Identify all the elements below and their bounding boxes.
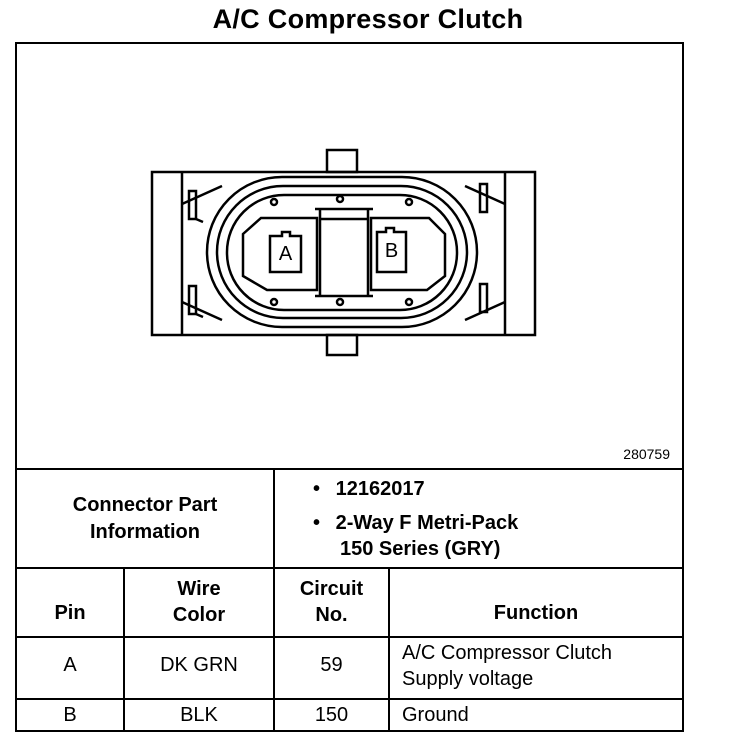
part-info-label-line2: Information <box>90 521 200 543</box>
row-b-function: Ground <box>402 704 469 726</box>
header-function: Function <box>493 602 579 624</box>
connector-description-line1: 2-Way F Metri-Pack <box>335 512 519 534</box>
part-number-item: • 12162017 <box>313 478 425 501</box>
part-info-label-line1: Connector Part <box>72 494 218 516</box>
row-a-pin: A <box>63 654 77 676</box>
header-circuit-line2: No. <box>315 604 348 626</box>
header-circuit-line1: Circuit <box>299 578 364 600</box>
row-a-function-line2: Supply voltage <box>402 668 534 690</box>
divider <box>388 567 390 730</box>
divider <box>273 468 275 569</box>
connector-face-illustration: A B <box>150 148 537 357</box>
bullet: • <box>313 478 321 500</box>
divider <box>17 698 682 700</box>
header-circuit-no: Circuit No. <box>275 576 388 628</box>
row-b-pin: B <box>63 704 77 726</box>
header-wire-color: Wire Color <box>125 576 273 628</box>
cavity-b-frame <box>369 216 447 292</box>
page-title: A/C Compressor Clutch <box>212 4 524 34</box>
header-wire-color-line1: Wire <box>177 578 221 600</box>
bullet: • <box>313 512 321 534</box>
connector-diagram: A B 280759 <box>17 44 682 470</box>
row-b-wire-color: BLK <box>180 704 218 726</box>
row-b-circuit: 150 <box>314 704 349 726</box>
divider <box>17 567 682 569</box>
terminal-b <box>375 226 408 274</box>
divider <box>17 468 682 470</box>
part-info-label: Connector Part Information <box>17 492 273 546</box>
header-pin: Pin <box>54 602 86 624</box>
row-a-wire-color: DK GRN <box>160 654 238 676</box>
connector-description-line2: 150 Series (GRY) <box>340 538 501 560</box>
terminal-a <box>268 230 303 274</box>
header-wire-color-line2: Color <box>172 604 226 626</box>
inner-seal <box>225 193 459 312</box>
divider <box>17 636 682 638</box>
divider <box>123 567 125 730</box>
figure-id: 280759 <box>623 446 670 462</box>
connector-description-item: • 2-Way F Metri-Pack <box>313 512 518 535</box>
pin-b-label: B <box>385 240 398 262</box>
row-a-circuit: 59 <box>320 654 343 676</box>
bottom-latch-tab <box>325 333 359 357</box>
part-number: 12162017 <box>335 478 425 500</box>
row-a-function: A/C Compressor Clutch Supply voltage <box>402 640 680 692</box>
cavity-a-frame <box>241 216 319 292</box>
pin-a-label: A <box>279 243 293 265</box>
outer-seal <box>205 175 479 329</box>
connector-info-frame: A B 280759 Connector Part Information • … <box>15 42 684 732</box>
divider <box>273 567 275 730</box>
top-latch-tab <box>325 148 359 174</box>
row-a-function-line1: A/C Compressor Clutch <box>402 642 613 664</box>
